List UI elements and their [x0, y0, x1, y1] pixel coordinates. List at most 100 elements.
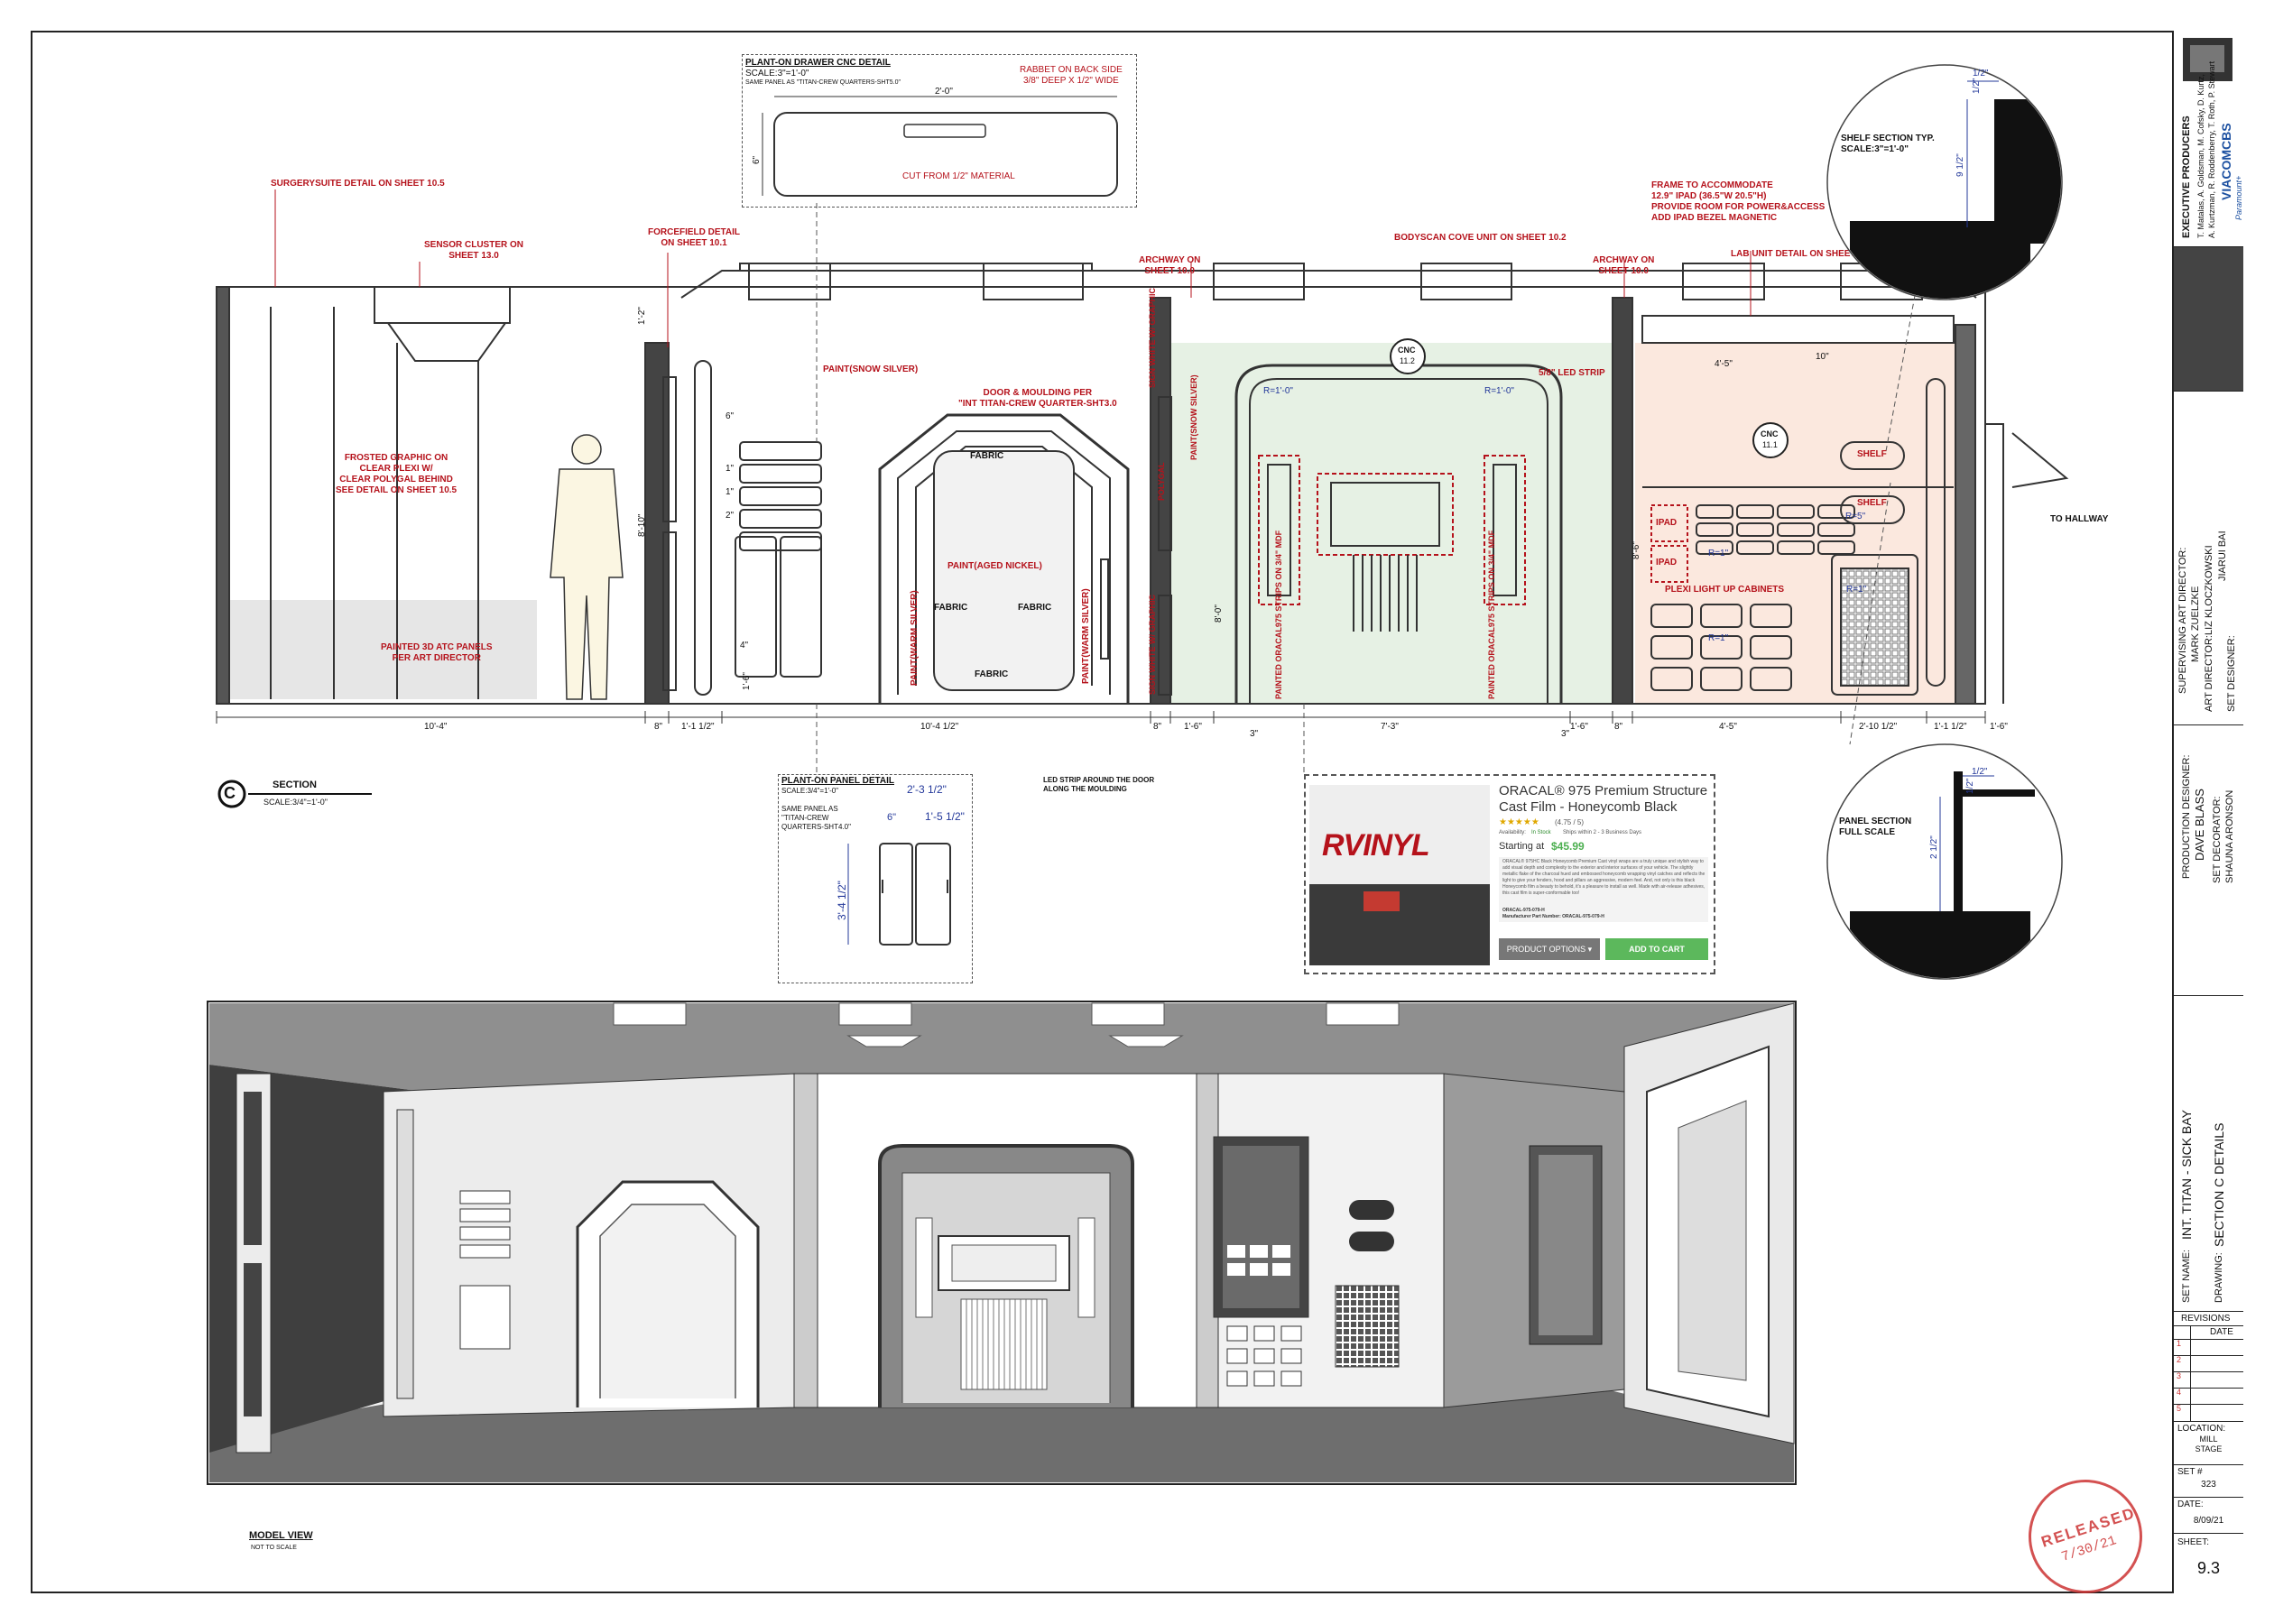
product-ships: Ships within 2 - 3 Business Days — [1563, 830, 1642, 835]
note-frosted-graphic: FROSTED GRAPHIC ON CLEAR PLEXI W/ CLEAR … — [336, 453, 458, 495]
drawer-detail-same: SAME PANEL AS "TITAN-CREW QUARTERS-SHT5.… — [745, 79, 901, 86]
product-title: ORACAL® 975 Premium Structure Cast Film … — [1499, 783, 1708, 815]
panel-section-title: PANEL SECTION FULL SCALE — [1839, 817, 1912, 837]
panel-width: 2'-3 1/2" — [907, 783, 947, 796]
note-archway-2: ARCHWAY ON SHEET 10.0 — [1593, 255, 1655, 276]
dim-10: 4'-5" — [1719, 722, 1737, 732]
cnc-label-2: CNC — [1761, 429, 1779, 438]
tb-set-name: SET NAME: INT. TITAN - SICK BAY DRAWING:… — [2174, 996, 2243, 1312]
cnc-number-2: 11.1 — [1762, 440, 1778, 449]
add-to-cart-button[interactable]: ADD TO CART — [1605, 938, 1708, 960]
tb-pd-label: PRODUCTION DESIGNER: — [2181, 754, 2192, 879]
tb-setname-label: SET NAME: — [2181, 1249, 2192, 1303]
section-title: SECTION — [273, 780, 317, 790]
show-logo — [2183, 38, 2232, 81]
label-shelf-upper: SHELF — [1857, 449, 1887, 459]
note-led-door: LED STRIP AROUND THE DOOR ALONG THE MOUL… — [1043, 776, 1155, 793]
note-painted-atc: PAINTED 3D ATC PANELS PER ART DIRECTOR — [381, 642, 493, 663]
dim-11: 2'-10 1/2" — [1859, 722, 1898, 732]
tb-art-department: SUPERVISING ART DIRECTOR: MARK ZUELZKE A… — [2174, 392, 2243, 725]
product-rating: (4.75 / 5) — [1555, 818, 1585, 826]
product-price: $45.99 — [1551, 840, 1585, 853]
tb-ad: LIZ KLOCZKOWSKI — [2204, 545, 2214, 635]
label-to-hallway: TO HALLWAY — [2050, 514, 2109, 524]
model-view-title: MODEL VIEW — [249, 1530, 313, 1541]
note-forcefield: FORCEFIELD DETAIL ON SHEET 10.1 — [648, 227, 741, 248]
tb-date-value: 8/09/21 — [2193, 1516, 2224, 1526]
product-image: RVINYL — [1309, 785, 1490, 965]
tb-producers: EXECUTIVE PRODUCERS T. Matalas, A. Golds… — [2174, 31, 2243, 247]
product-code: ORACAL-975-079-H — [1502, 908, 1545, 913]
note-frame-ipad: FRAME TO ACCOMMODATE 12.9" IPAD (36.5"W … — [1651, 180, 1826, 223]
tb-dec-label: SET DECORATOR: — [2212, 796, 2223, 883]
drawer-width: 2'-0" — [935, 87, 953, 97]
note-paint-snow-silver: PAINT(SNOW SILVER) — [823, 364, 919, 374]
dim-1in-b: 1" — [726, 487, 735, 497]
note-plexi-cabinets: PLEXI LIGHT UP CABINETS — [1665, 585, 1785, 595]
product-part-number: Manufacturer Part Number: ORACAL-975-079… — [1502, 914, 1604, 919]
rating-stars-icon: ★★★★★ — [1499, 817, 1539, 827]
panel-detail-frame — [778, 774, 973, 983]
radius-r1-lab: R=1" — [1708, 549, 1729, 558]
panel-dim-half-a: 1/2" — [1972, 767, 1988, 777]
label-fabric-bottom: FABRIC — [975, 669, 1009, 679]
dim-6: 1'-6" — [1184, 722, 1202, 732]
dim-3: 1'-1 1/2" — [681, 722, 715, 732]
note-door-moulding: DOOR & MOULDING PER "INT TITAN-CREW QUAR… — [958, 388, 1117, 409]
cnc-number-1: 11.2 — [1400, 356, 1415, 365]
tb-sup-ad: MARK ZUELZKE — [2190, 586, 2201, 662]
product-options-label: PRODUCT OPTIONS — [1506, 945, 1586, 954]
dim-5: 8" — [1153, 722, 1162, 732]
note-surgery-suite: SURGERYSUITE DETAIL ON SHEET 10.5 — [271, 179, 445, 189]
tb-sheet-number: 9.3 — [2196, 1559, 2221, 1577]
tb-setname: INT. TITAN - SICK BAY — [2179, 1110, 2194, 1240]
tb-sd-label: SET DESIGNER: — [2226, 635, 2237, 712]
dim-4-5-top: 4'-5" — [1715, 359, 1733, 369]
tb-set-number: SET # 323 — [2174, 1465, 2243, 1498]
note-paint-aged-nickel: PAINT(AGED NICKEL) — [948, 561, 1042, 571]
tb-set-label: SET # — [2177, 1467, 2203, 1477]
drawer-detail-scale: SCALE:3"=1'-0" — [745, 69, 809, 78]
tb-drawing-label: DRAWING: — [2214, 1252, 2224, 1303]
tb-show-art — [2174, 247, 2243, 392]
tb-location-label: LOCATION: — [2177, 1424, 2226, 1434]
panel-detail-same: SAME PANEL AS "TITAN-CREW QUARTERS-SHT4.… — [781, 805, 851, 831]
product-availability: Availability: — [1499, 830, 1526, 835]
tb-exec-names-2: A. Kurtzman, R. Roddenberry, T. Roth, P.… — [2207, 60, 2216, 238]
product-starting: Starting at — [1499, 841, 1545, 852]
dim-8: 1'-6" — [1570, 722, 1588, 732]
tb-set-num: 323 — [2201, 1480, 2216, 1490]
tb-pd: DAVE BLASS — [2193, 789, 2206, 861]
tb-date: DATE: 8/09/21 — [2174, 1498, 2243, 1534]
tb-production: PRODUCTION DESIGNER: DAVE BLASS SET DECO… — [2174, 725, 2243, 996]
tb-dec: SHAUNA ARONSON — [2224, 789, 2235, 883]
tb-drawing: SECTION C DETAILS — [2212, 1122, 2226, 1247]
title-block: EXECUTIVE PRODUCERS T. Matalas, A. Golds… — [2172, 31, 2243, 1593]
tb-ad-label: ART DIRECTOR: — [2204, 635, 2214, 712]
drawer-detail-frame — [742, 54, 1137, 208]
bodyscan-bay-fill — [1170, 343, 1613, 704]
product-brand: RVINYL — [1322, 828, 1430, 863]
radius-r1-hatch: R=1" — [1846, 585, 1867, 595]
tb-location: MILL STAGE — [2195, 1435, 2223, 1453]
label-fabric-right: FABRIC — [1018, 603, 1052, 613]
drawer-detail-title: PLANT-ON DRAWER CNC DETAIL — [745, 58, 891, 68]
tb-sd: JIARUI BAI — [2217, 531, 2228, 581]
panel-width-inner: 1'-5 1/2" — [925, 810, 965, 823]
tb-sheet-label: SHEET: — [2177, 1537, 2210, 1547]
drawer-cut-note: CUT FROM 1/2" MATERIAL — [902, 171, 1015, 181]
product-options-button[interactable]: PRODUCT OPTIONS ▾ — [1499, 938, 1600, 960]
radius-right: R=1'-0" — [1484, 386, 1514, 396]
label-fabric-top: FABRIC — [970, 451, 1004, 461]
tb-revisions: REVISIONS DATE 1 2 3 4 5 — [2174, 1312, 2243, 1422]
cnc-label-1: CNC — [1398, 346, 1416, 355]
dim-4in: 4" — [740, 641, 749, 651]
label-shelf-lower: SHELF — [1857, 498, 1887, 508]
note-bodyscan: BODYSCAN COVE UNIT ON SHEET 10.2 — [1394, 233, 1567, 243]
dim-2: 8" — [654, 722, 663, 732]
tb-date-head: DATE — [2210, 1327, 2233, 1337]
radius-left: R=1'-0" — [1263, 386, 1293, 396]
dim-1in-a: 1" — [726, 464, 735, 474]
